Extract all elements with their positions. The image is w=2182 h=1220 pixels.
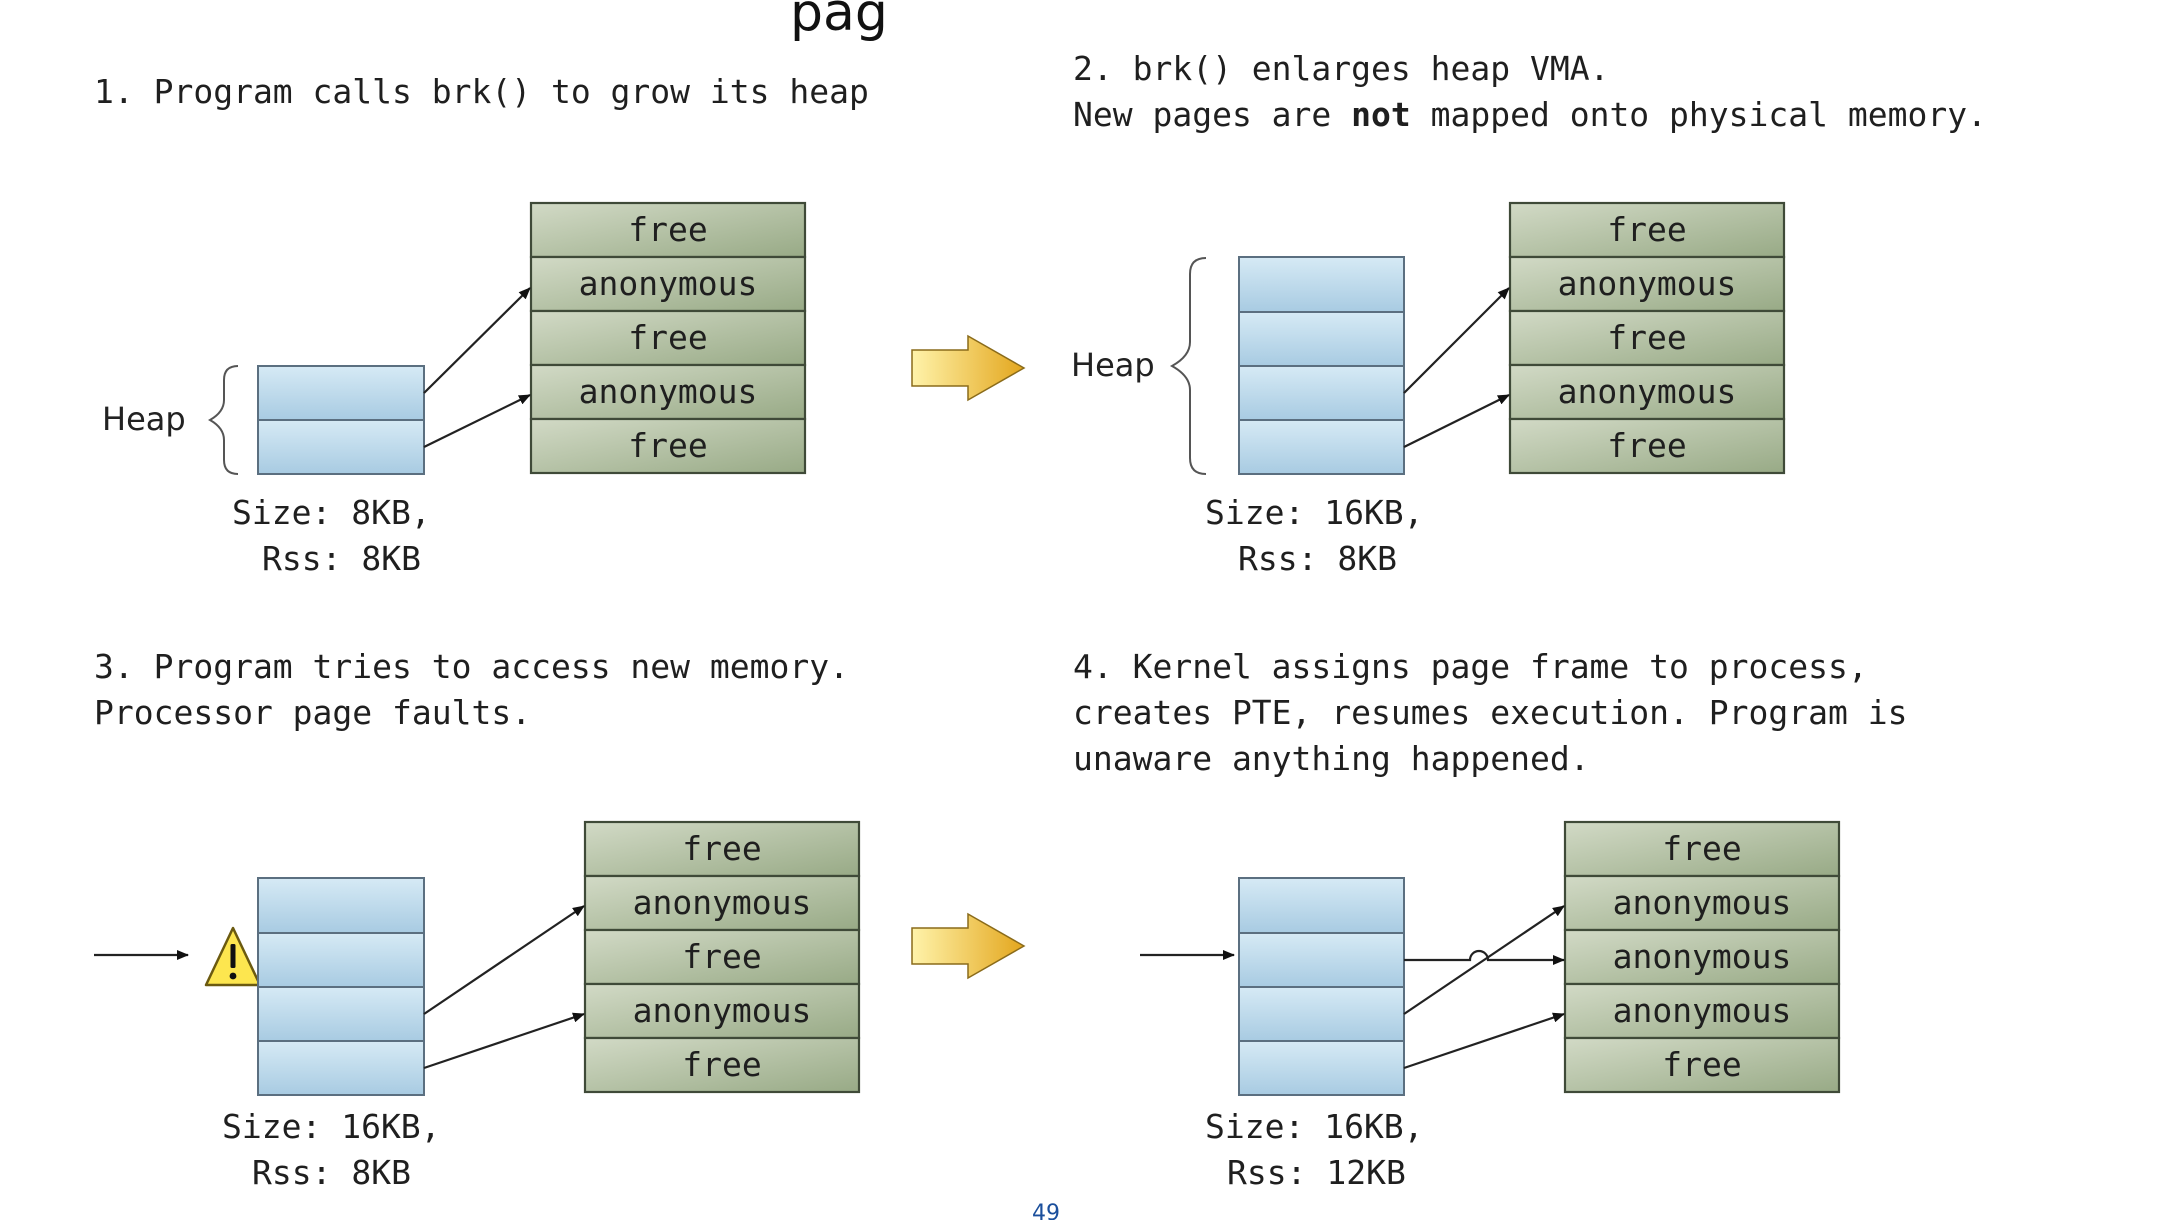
panel-4-caption-line-3: unaware anything happened.	[1073, 739, 1590, 778]
panel-2-mapping-arrow	[1403, 394, 1510, 448]
panel-2-caption: 2. brk() enlarges heap VMA.	[1073, 49, 1609, 88]
panel-3: 3. Program tries to access new memory. P…	[94, 647, 861, 1192]
panel-1: 1. Program calls brk() to grow its heap …	[94, 72, 869, 578]
warning-triangle-icon	[204, 926, 262, 987]
right-block-arrow-icon	[911, 912, 1026, 980]
panel-1-heap-page	[257, 419, 425, 475]
panel-4-heap-page	[1238, 877, 1405, 934]
panel-3-rss-text: Rss: 8KB	[252, 1153, 411, 1192]
panel-1-memory-label: anonymous	[579, 264, 758, 303]
panel-3-caption-line-2: Processor page faults.	[94, 693, 531, 732]
panel-2-memory-frame	[1508, 417, 1786, 475]
panel-2-memory-frame	[1508, 309, 1786, 367]
panel-4-heap-page	[1238, 932, 1405, 988]
panel-3-memory-label: free	[682, 1045, 761, 1084]
panel-1-caption-line-1: 1. Program calls brk() to grow its heap	[94, 72, 869, 111]
panel-1-memory-frame	[529, 255, 807, 313]
panel-3-mapping-arrow	[423, 905, 585, 1015]
panel-4: 4. Kernel assigns page frame to process,…	[1073, 647, 1907, 1192]
panel-2-memory-label: free	[1607, 318, 1686, 357]
panel-2-heap-page	[1238, 311, 1405, 367]
panel-2-caption-line-2: New pages are not mapped onto physical m…	[1073, 95, 1987, 134]
emphasis-not: not	[1351, 95, 1411, 134]
panel-3-heap-page	[257, 986, 425, 1042]
panel-1-memory-label: free	[628, 426, 707, 465]
panel-4-memory-label: anonymous	[1613, 883, 1792, 922]
panel-4-heap-page	[1238, 986, 1405, 1042]
panel-1-memory-label: free	[628, 210, 707, 249]
panel-3-memory-label: anonymous	[633, 991, 812, 1030]
panel-1-memory-label: anonymous	[579, 372, 758, 411]
right-block-arrow-icon	[911, 334, 1026, 402]
panel-1-caption: 1. Program calls brk() to grow its heap	[94, 72, 869, 111]
panel-2-caption-line-1: 2. brk() enlarges heap VMA.	[1073, 49, 1609, 88]
panel-3-memory-frame	[583, 928, 861, 986]
panel-3-mapping-arrow	[423, 1012, 585, 1070]
panel-1-rss-text: Rss: 8KB	[262, 539, 421, 578]
panel-2-memory-label: anonymous	[1558, 372, 1737, 411]
panel-2-memory-frame	[1508, 201, 1786, 259]
panel-2-heap-brace	[1169, 257, 1207, 475]
panel-1-mapping-arrow	[423, 287, 531, 394]
panel-4-memory-frame	[1563, 1036, 1841, 1094]
panel-2-size-text: Size: 16KB,	[1205, 493, 1424, 532]
panel-1-size-text: Size: 8KB,	[232, 493, 431, 532]
panel-4-rss-text: Rss: 12KB	[1227, 1153, 1406, 1192]
panel-2-heap-page	[1238, 256, 1405, 313]
panel-4-mapping-arrow	[1403, 1012, 1565, 1070]
panel-1-memory-frame	[529, 201, 807, 259]
panel-2-mapping-arrow	[1403, 287, 1510, 394]
top-heading-fragment: pag	[790, 0, 888, 43]
panel-4-memory-label: free	[1662, 1045, 1741, 1084]
panel-1-memory-label: free	[628, 318, 707, 357]
panel-4-heap-page	[1238, 1040, 1405, 1096]
panel-4-memory-label: free	[1662, 829, 1741, 868]
panel-1-memory-frame	[529, 363, 807, 421]
panel-4-memory-frame	[1563, 928, 1841, 986]
page-number: 49	[1032, 1201, 1060, 1220]
panel-4-caption-line-1: 4. Kernel assigns page frame to process,	[1073, 647, 1868, 686]
panel-1-heap-page	[257, 365, 425, 421]
panel-1-heap-label: Heap	[102, 400, 186, 438]
panel-2-memory-label: anonymous	[1558, 264, 1737, 303]
panel-4-memory-label: anonymous	[1613, 937, 1792, 976]
panel-4-memory-stack: free anonymous anonymous anonymous free	[1563, 820, 1841, 1094]
panel-4-mapping-arrow	[1403, 905, 1565, 1015]
panel-3-memory-frame	[583, 1036, 861, 1094]
panel-1-memory-stack: free anonymous free anonymous free	[529, 201, 807, 475]
panel-4-size-text: Size: 16KB,	[1205, 1107, 1424, 1146]
panel-2: 2. brk() enlarges heap VMA. New pages ar…	[1071, 49, 1987, 578]
panel-3-memory-frame	[583, 982, 861, 1040]
panel-1-memory-frame	[529, 417, 807, 475]
panel-3-size-text: Size: 16KB,	[222, 1107, 441, 1146]
panel-3-heap-page	[257, 877, 425, 934]
panel-3-heap-page	[257, 932, 425, 988]
panel-3-memory-label: free	[682, 829, 761, 868]
panel-3-memory-frame	[583, 820, 861, 878]
panel-4-memory-frame	[1563, 874, 1841, 932]
panel-1-heap-brace	[207, 365, 239, 475]
panel-2-rss-text: Rss: 8KB	[1238, 539, 1397, 578]
panel-4-memory-label: anonymous	[1613, 991, 1792, 1030]
panel-1-mapping-arrow	[423, 394, 531, 448]
panel-3-memory-label: anonymous	[633, 883, 812, 922]
panel-3-heap-page	[257, 1040, 425, 1096]
panel-3-memory-stack: free anonymous free anonymous free	[583, 820, 861, 1094]
panel-4-new-mapping-arrow	[1404, 949, 1565, 965]
panel-2-heap-page	[1238, 365, 1405, 421]
panel-2-memory-label: free	[1607, 426, 1686, 465]
panel-3-memory-frame	[583, 874, 861, 932]
panel-2-memory-stack: free anonymous free anonymous free	[1508, 201, 1786, 475]
panel-2-heap-page	[1238, 419, 1405, 475]
panel-3-memory-label: free	[682, 937, 761, 976]
panel-2-memory-label: free	[1607, 210, 1686, 249]
panel-3-caption-line-1: 3. Program tries to access new memory.	[94, 647, 849, 686]
panel-2-heap-label: Heap	[1071, 346, 1155, 384]
panel-4-caption-line-2: creates PTE, resumes execution. Program …	[1073, 693, 1907, 732]
